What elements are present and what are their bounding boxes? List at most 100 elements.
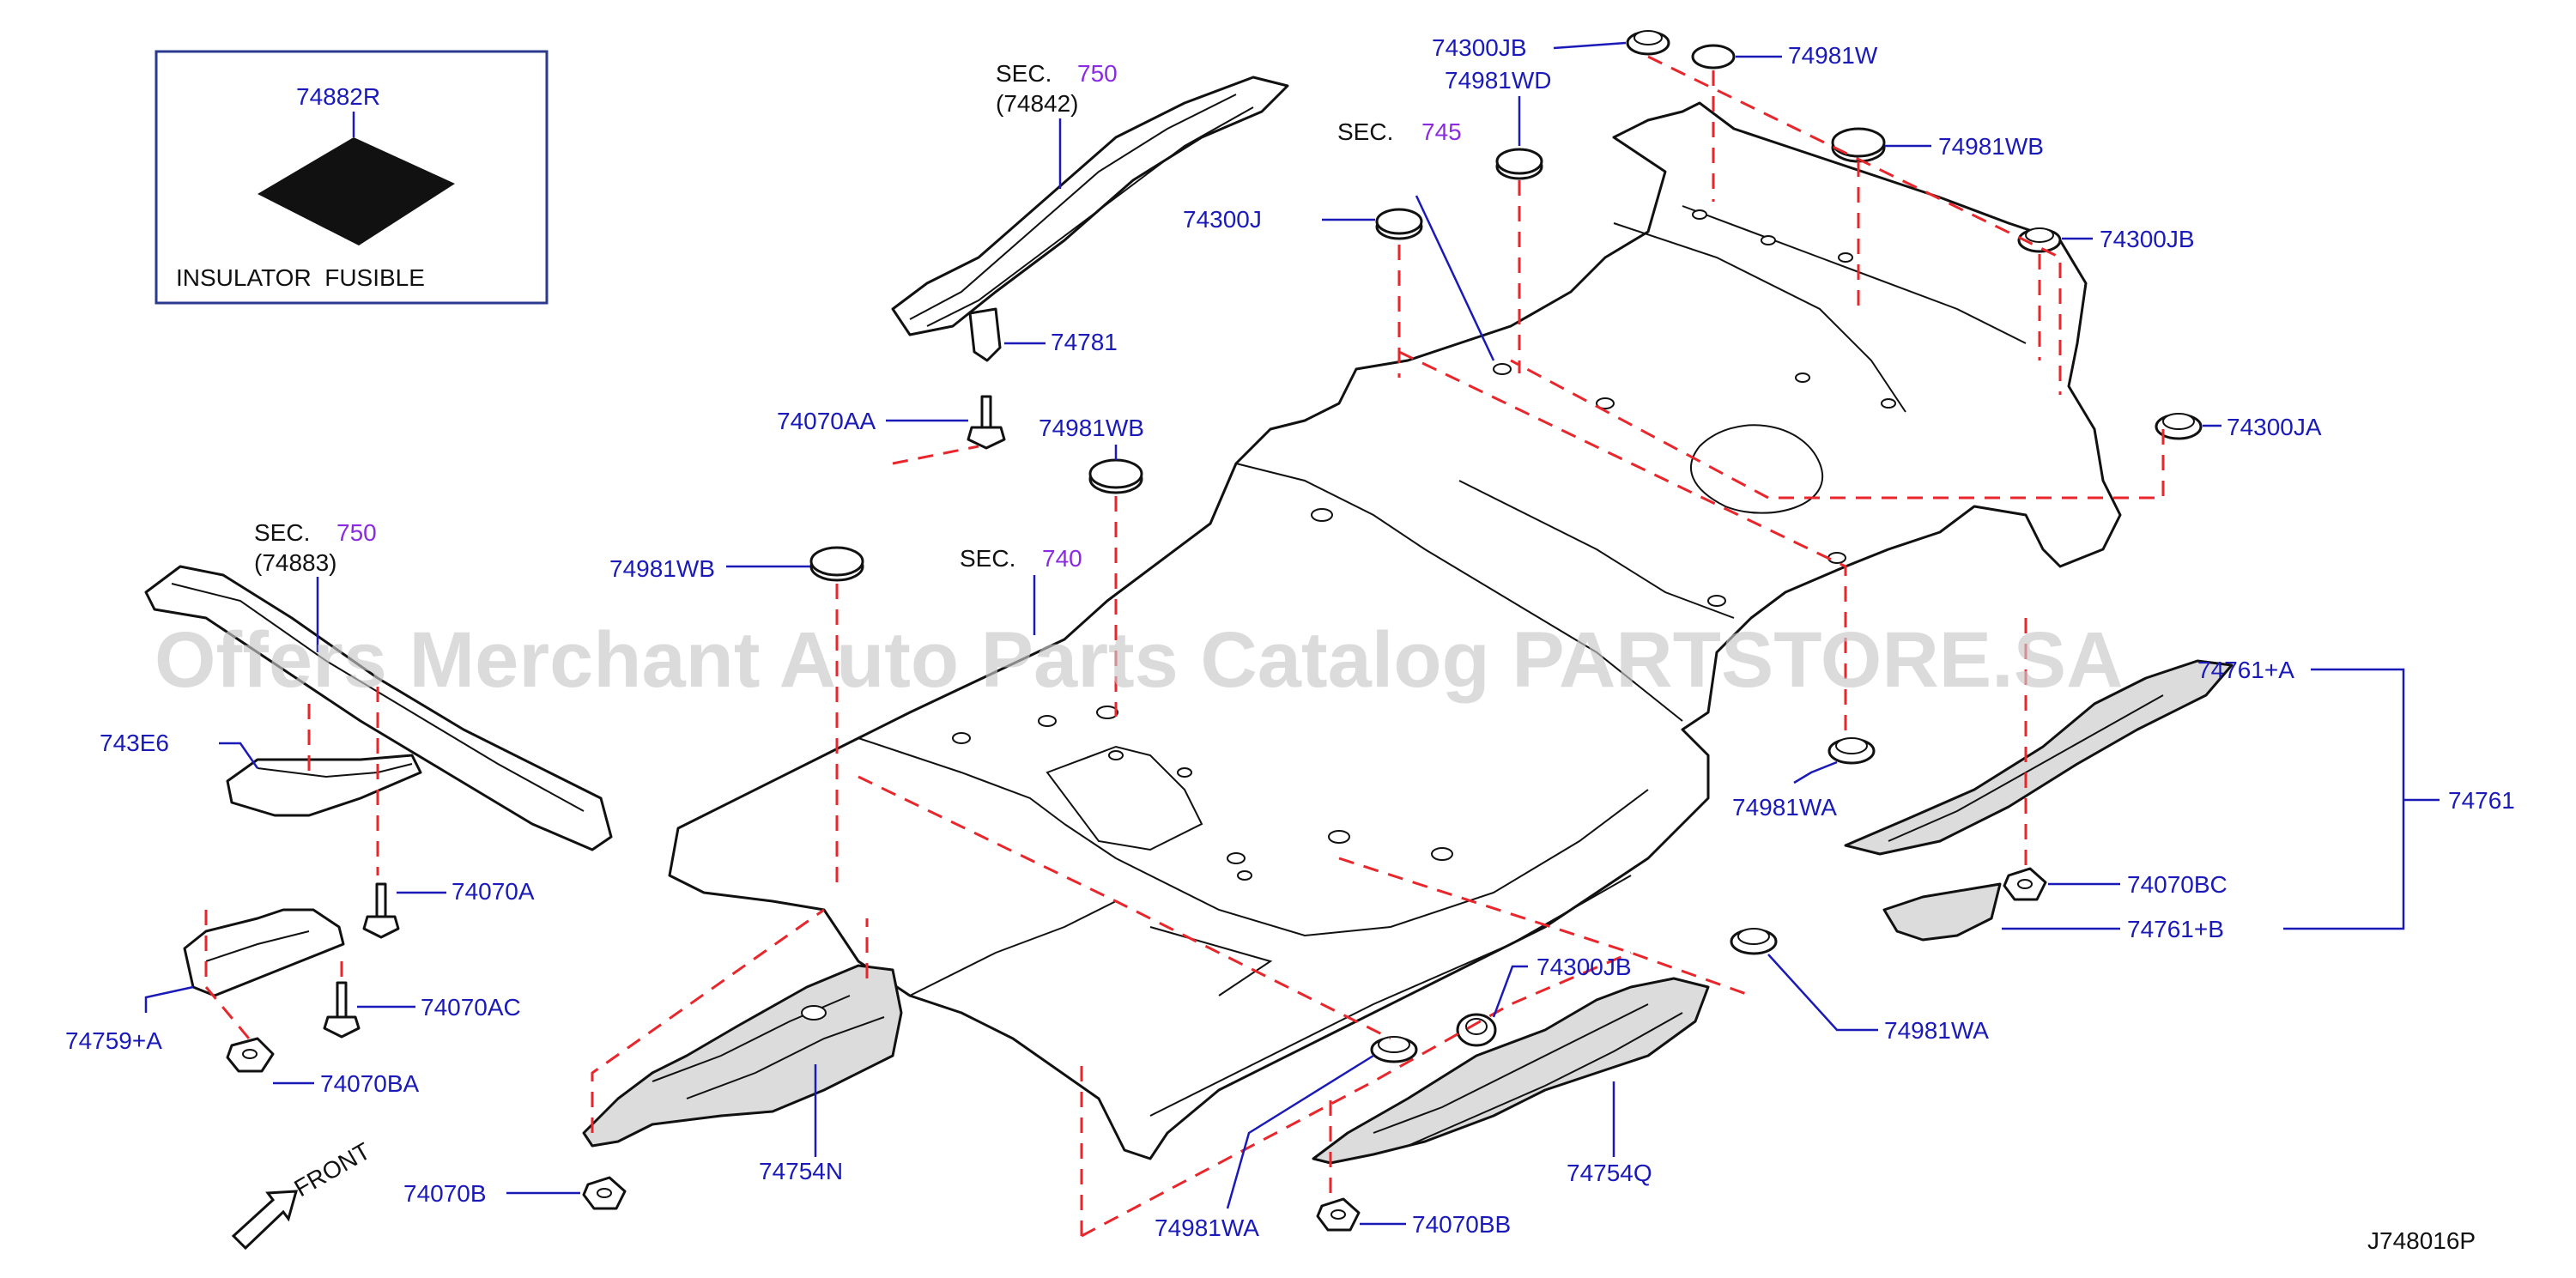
phantom-line: [204, 910, 251, 1039]
sec750-left-number[interactable]: 750: [336, 519, 377, 546]
bracket-74761: [2283, 668, 2405, 930]
sec745-number[interactable]: 745: [1421, 118, 1462, 145]
label-74070BB[interactable]: 74070BB: [1412, 1211, 1511, 1238]
label-74981WA-right[interactable]: 74981WA: [1732, 794, 1837, 821]
label-74761A[interactable]: 74761+A: [2197, 657, 2294, 683]
floor-hole: [1692, 209, 1707, 220]
floor-hole: [1227, 852, 1246, 864]
floor-panel-outline: [668, 101, 2122, 1160]
plug-74300JB-right: [2017, 227, 2062, 253]
plug-74981WB-center: [1088, 458, 1143, 494]
plug-74981WD: [1495, 148, 1543, 180]
bracket-743E6-edge: [257, 763, 413, 778]
label-74981WA-mid[interactable]: 74981WA: [1884, 1017, 1989, 1044]
sec745-prefix: SEC.: [1337, 118, 1393, 145]
label-743E6[interactable]: 743E6: [100, 730, 169, 756]
side-member-ridge: [926, 106, 1254, 327]
label-74300JB-top[interactable]: 74300JB: [1432, 34, 1527, 61]
insulator-74754Q-body: [1312, 977, 1710, 1165]
floor-holes: [952, 209, 1896, 881]
floor-hole: [1596, 397, 1615, 409]
bolt-head: [967, 426, 1006, 450]
floor-crease-1: [1235, 463, 1683, 722]
label-74981WD[interactable]: 74981WD: [1445, 67, 1552, 94]
phantom-line: [591, 908, 825, 1133]
label-74754Q[interactable]: 74754Q: [1567, 1160, 1652, 1186]
bracket-743E6: [226, 754, 422, 817]
insulator-hole: [801, 1005, 827, 1021]
insulator-ridge: [686, 1016, 885, 1099]
label-74754N[interactable]: 74754N: [759, 1158, 843, 1184]
bracket-74781: [968, 307, 1002, 362]
phantom-line: [1081, 951, 1632, 1238]
sec750-left-prefix: SEC.: [254, 519, 310, 546]
floor-hole: [1237, 870, 1252, 881]
label-74761[interactable]: 74761: [2448, 787, 2515, 814]
insulator-ridge: [1407, 1012, 1683, 1147]
bolt-shank: [375, 882, 387, 918]
bolt-head: [362, 915, 400, 939]
label-74070AC[interactable]: 74070AC: [421, 994, 521, 1021]
nut-74070BA: [226, 1037, 275, 1073]
label-74981WA-bottom[interactable]: 74981WA: [1155, 1214, 1259, 1241]
sec750-top-ref: (74842): [996, 90, 1079, 117]
label-74781[interactable]: 74781: [1051, 329, 1118, 355]
part-callouts: 74781 74070AA 74981WB 74981WB 74981WB 74…: [65, 34, 2515, 1241]
label-74981WB-left[interactable]: 74981WB: [609, 555, 715, 582]
floor-panel: [668, 101, 2122, 1160]
label-74300JB-right[interactable]: 74300JB: [2100, 226, 2195, 252]
phantom-line: [1647, 55, 2062, 395]
floor-crease-6: [1613, 222, 1906, 413]
label-74761B[interactable]: 74761+B: [2127, 916, 2224, 942]
nut-hole: [242, 1049, 258, 1059]
label-74300JB-bottom[interactable]: 74300JB: [1537, 954, 1632, 980]
floor-hole: [1761, 235, 1776, 245]
sec750-left-ref: (74883): [254, 549, 337, 576]
side-member-body: [891, 76, 1289, 336]
label-74300J[interactable]: 74300J: [1183, 206, 1262, 233]
floor-hole: [1328, 830, 1350, 844]
phantom-line: [892, 445, 979, 465]
insulator-fusible-sheet: [258, 137, 455, 245]
label-74300JA[interactable]: 74300JA: [2227, 414, 2322, 440]
sec750-top-number[interactable]: 750: [1077, 60, 1118, 87]
label-74070B[interactable]: 74070B: [403, 1180, 487, 1207]
side-member-rear: [891, 76, 1289, 336]
floor-crease-4: [909, 900, 1117, 996]
floor-hole: [1096, 706, 1118, 719]
front-member-ridge: [171, 583, 585, 812]
floor-crease-7: [1682, 205, 2027, 344]
nut-hole: [597, 1188, 612, 1198]
floor-hole: [1311, 508, 1333, 522]
sec740-number[interactable]: 740: [1042, 545, 1082, 572]
plug-74300JB-bottom: [1456, 1013, 1497, 1047]
leader-74981WA-bottom: [1226, 1054, 1374, 1209]
spare-tire-well: [1690, 424, 1823, 514]
leader-74981WA-right: [1793, 760, 1838, 784]
label-74981W[interactable]: 74981W: [1788, 42, 1878, 69]
floor-hole: [1108, 750, 1124, 760]
label-74070AA[interactable]: 74070AA: [777, 408, 876, 434]
label-74981WB-center[interactable]: 74981WB: [1039, 415, 1144, 441]
sec745-callout: SEC. 745: [1337, 118, 1495, 361]
plugs: [809, 30, 2203, 1063]
nut-hole: [2017, 879, 2033, 889]
label-74070BC[interactable]: 74070BC: [2127, 871, 2227, 898]
insulator-74761B-body: [1882, 882, 2002, 942]
label-74981WB-right[interactable]: 74981WB: [1938, 133, 2044, 160]
label-74070A[interactable]: 74070A: [452, 878, 535, 905]
label-74070BA[interactable]: 74070BA: [320, 1070, 420, 1097]
insulator-74754N-body: [582, 964, 903, 1148]
sec750-top-prefix: SEC.: [996, 60, 1052, 87]
inset-part-number[interactable]: 74882R: [296, 83, 380, 110]
bolt-shank: [980, 395, 992, 429]
diagram-code: J748016P: [2367, 1227, 2476, 1254]
label-74759A[interactable]: 74759+A: [65, 1027, 162, 1054]
side-member-ridge: [909, 94, 1237, 320]
bracket-74759A: [183, 908, 345, 997]
nut-74070BB: [1316, 1197, 1361, 1232]
leader-74300JB-bottom: [1492, 965, 1528, 1018]
floor-crease-2: [858, 737, 1065, 825]
bolt-shank: [336, 981, 348, 1019]
